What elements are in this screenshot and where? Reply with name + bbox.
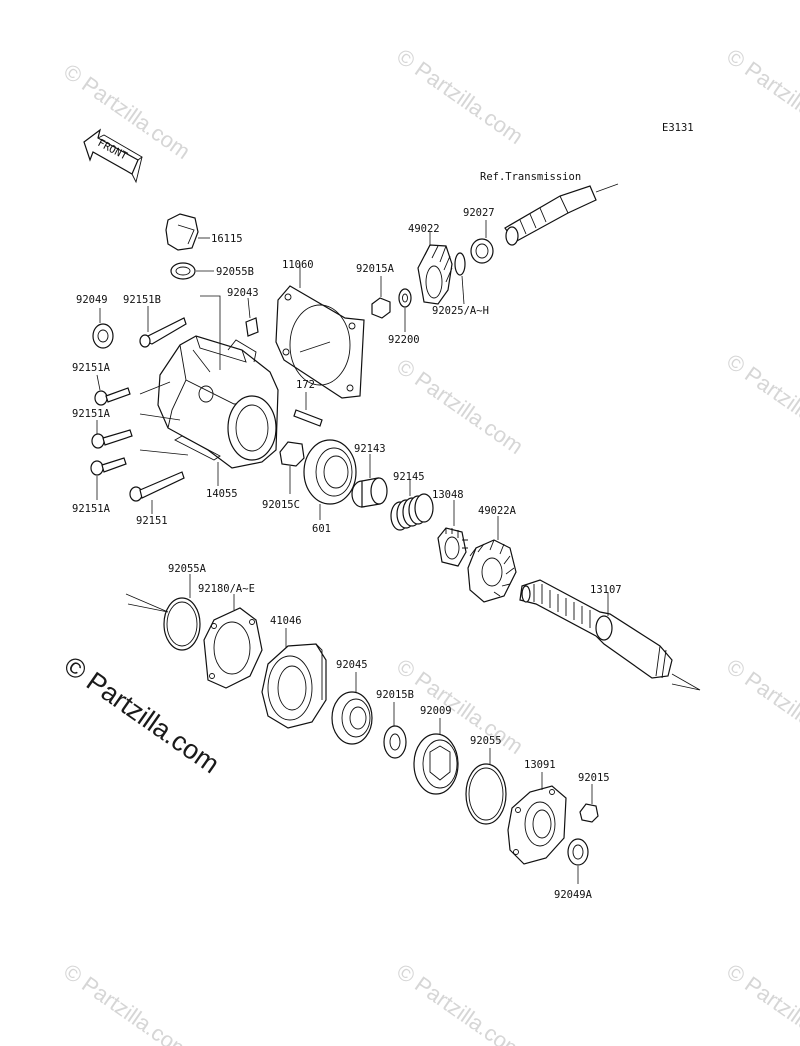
collar xyxy=(470,220,494,264)
gasket xyxy=(275,264,365,399)
shim xyxy=(454,252,466,276)
lock-nut xyxy=(383,702,407,759)
part-number: 14055 xyxy=(206,488,238,500)
o-ring xyxy=(170,262,196,280)
watermark: © Partzilla.com xyxy=(722,349,800,455)
watermark: © Partzilla.com xyxy=(722,654,800,760)
part-number: 92151B xyxy=(123,294,161,306)
oil-seal xyxy=(92,323,114,349)
part-number: 92145 xyxy=(393,471,425,483)
o-ring xyxy=(465,748,507,825)
output-shaft xyxy=(519,579,701,691)
part-number: 49022 xyxy=(408,223,440,235)
part-number: 92055A xyxy=(168,563,207,575)
nut xyxy=(371,297,391,319)
bolt xyxy=(91,420,133,449)
part-number: 92049A xyxy=(554,889,593,901)
bolt xyxy=(94,374,131,406)
part-number: 92200 xyxy=(388,334,420,346)
spring xyxy=(390,480,434,531)
nut xyxy=(579,803,599,823)
part-number: 601 xyxy=(312,523,331,535)
shim-plate xyxy=(203,594,263,689)
part-number: 13048 xyxy=(432,489,464,501)
collar xyxy=(351,454,388,508)
part-number: 172 xyxy=(296,379,315,391)
part-number: 92043 xyxy=(227,287,259,299)
watermark: © Partzilla.com xyxy=(722,959,800,1046)
part-number: 92015C xyxy=(262,499,300,511)
part-number: 92015 xyxy=(578,772,610,784)
part-number: 92045 xyxy=(336,659,368,671)
part-number: 11060 xyxy=(282,259,314,271)
part-number: 92151A xyxy=(72,408,111,420)
part-number: 92143 xyxy=(354,443,386,455)
part-number: 92015B xyxy=(376,689,414,701)
bolt xyxy=(90,457,127,500)
o-ring xyxy=(125,574,201,651)
part-number: 92025/A~H xyxy=(432,305,489,317)
part-number: 92055B xyxy=(216,266,254,278)
part-number: 92151A xyxy=(72,503,111,515)
watermark: © Partzilla.com xyxy=(722,44,800,150)
part-number: 41046 xyxy=(270,615,302,627)
diagram-code: E3131 xyxy=(662,122,694,134)
nut xyxy=(279,441,305,467)
part-number: 92009 xyxy=(420,705,452,717)
gear-case-housing xyxy=(139,295,331,486)
part-number: 92180/A~E xyxy=(198,583,255,595)
watermark: © Partzilla.com xyxy=(392,959,528,1046)
watermark: © Partzilla.com xyxy=(392,44,528,150)
ball-bearing xyxy=(331,672,373,745)
oil-seal xyxy=(567,838,589,884)
dowel-pin xyxy=(245,317,259,337)
dog-clutch xyxy=(437,500,468,567)
part-number: 49022A xyxy=(478,505,517,517)
output-cover xyxy=(507,772,567,865)
ball-bearing xyxy=(303,439,357,520)
bolt xyxy=(139,306,187,348)
washer xyxy=(398,288,412,308)
watermark-main: © Partzilla.com xyxy=(59,650,225,779)
stud xyxy=(293,409,323,427)
bevel-gear xyxy=(467,516,517,603)
part-number: 13091 xyxy=(524,759,556,771)
bearing-housing xyxy=(261,628,327,729)
breather-cap xyxy=(165,213,210,251)
bevel-gear xyxy=(417,232,453,305)
part-number: 13107 xyxy=(590,584,622,596)
front-arrow-icon: FRONT xyxy=(83,128,143,184)
watermark: © Partzilla.com xyxy=(392,654,528,760)
part-number: 92049 xyxy=(76,294,108,306)
part-number: 92151 xyxy=(136,515,168,527)
part-number: 92055 xyxy=(470,735,502,747)
watermark: © Partzilla.com xyxy=(392,354,528,460)
watermark-grid: © Partzilla.com © Partzilla.com © Partzi… xyxy=(59,44,800,1046)
part-number: 16115 xyxy=(211,233,243,245)
oil-seal xyxy=(413,718,459,795)
part-number: 92027 xyxy=(463,207,495,219)
transmission-shaft-ref: Ref.Transmission xyxy=(480,171,619,246)
part-number: 92015A xyxy=(356,263,395,275)
part-number: 92151A xyxy=(72,362,111,374)
long-bolt xyxy=(129,471,185,514)
ref-transmission-label: Ref.Transmission xyxy=(480,171,581,183)
watermark: © Partzilla.com xyxy=(59,959,195,1046)
